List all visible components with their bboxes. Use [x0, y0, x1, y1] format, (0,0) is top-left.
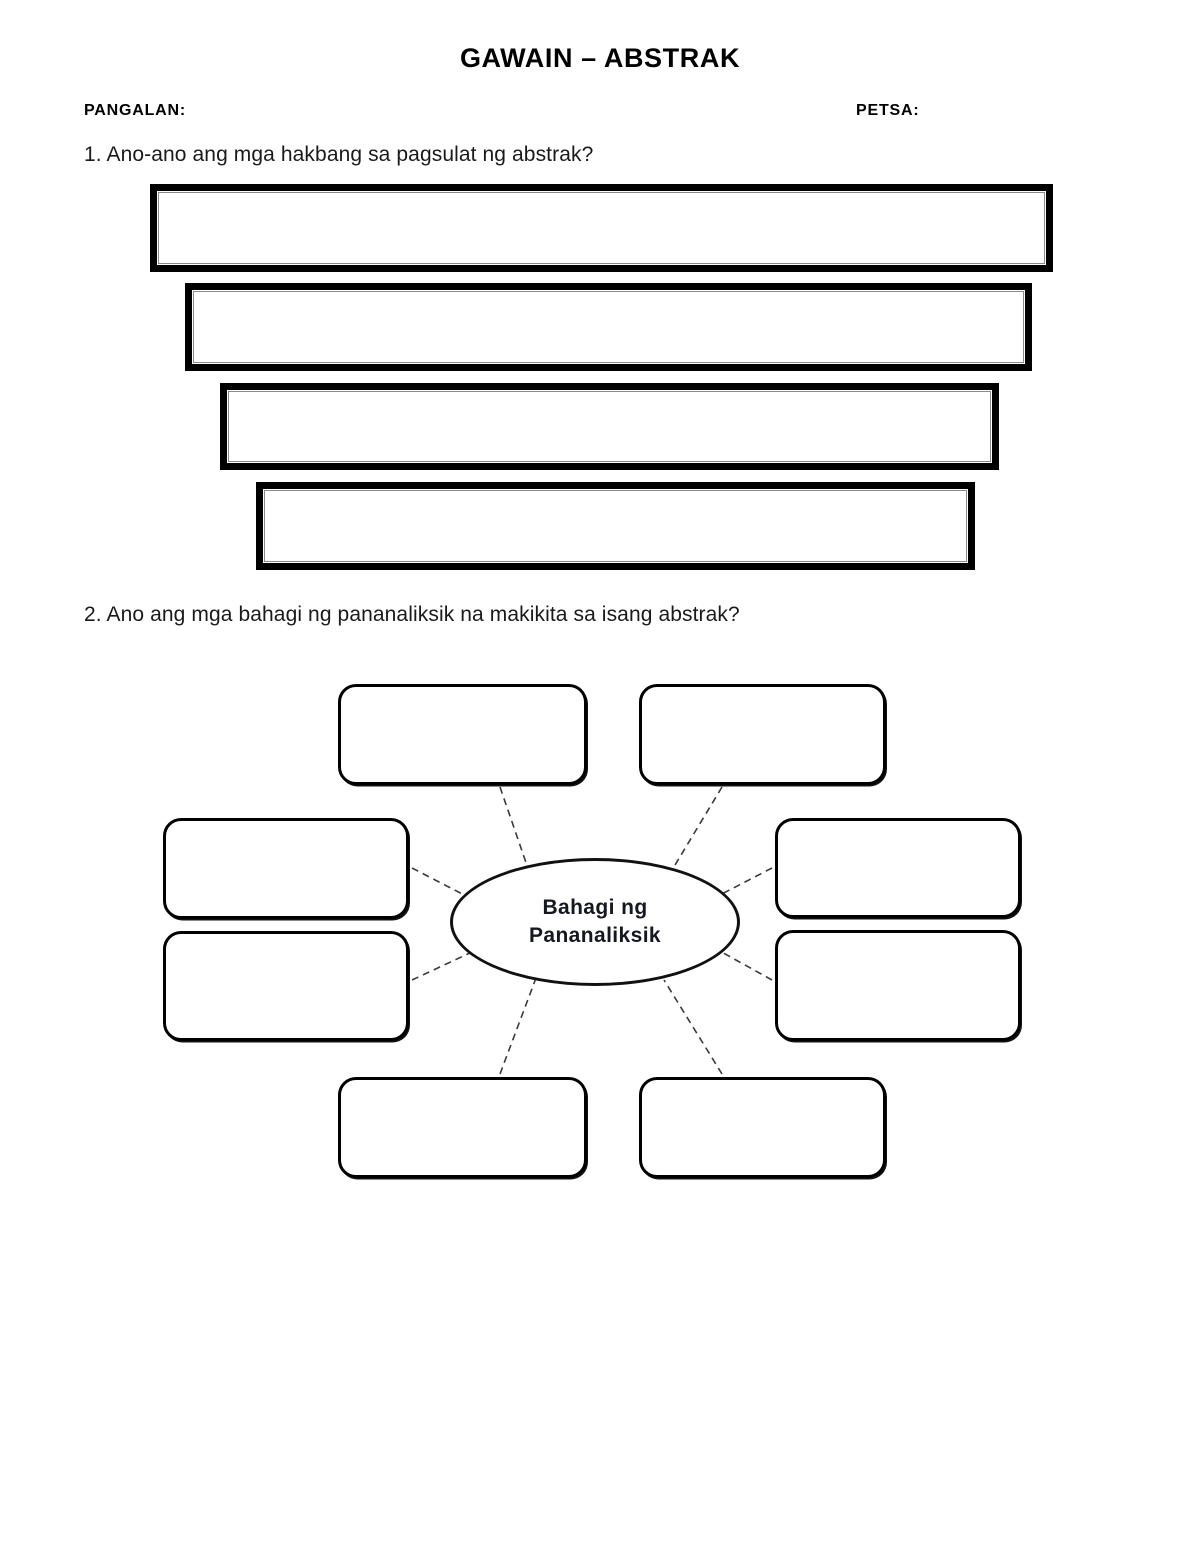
- mindmap-box-left-upper[interactable]: [163, 818, 409, 919]
- connector-top-left: [499, 786, 533, 881]
- question-2-text: 2. Ano ang mga bahagi ng pananaliksik na…: [84, 603, 740, 626]
- center-label-line-1: Bahagi ng: [542, 896, 648, 920]
- question-1-text: 1. Ano-ano ang mga hakbang sa pagsulat n…: [84, 143, 594, 166]
- mindmap-box-bottom-right[interactable]: [639, 1077, 886, 1178]
- mindmap-box-top-left[interactable]: [338, 684, 587, 785]
- funnel-answer-box-2[interactable]: [185, 283, 1032, 371]
- meta-row: PANGALAN: PETSA:: [84, 102, 1124, 124]
- mindmap-box-right-upper[interactable]: [775, 818, 1021, 918]
- connector-bottom-left: [499, 977, 537, 1075]
- mindmap-center-node: Bahagi ng Pananaliksik: [450, 858, 740, 986]
- connector-left-upper: [411, 867, 471, 899]
- connector-bottom-right: [663, 979, 723, 1075]
- mindmap-box-bottom-left[interactable]: [338, 1077, 587, 1178]
- connector-right-upper: [717, 867, 773, 897]
- connector-left-lower: [411, 951, 473, 981]
- mindmap-box-right-lower[interactable]: [775, 930, 1021, 1041]
- date-label: PETSA:: [856, 102, 920, 119]
- connector-right-lower: [717, 949, 773, 981]
- connector-top-right: [665, 786, 723, 881]
- page-title: GAWAIN – ABSTRAK: [459, 43, 741, 73]
- mindmap-box-top-right[interactable]: [639, 684, 886, 785]
- funnel-answer-box-1[interactable]: [150, 184, 1053, 272]
- funnel-answer-box-4[interactable]: [256, 482, 975, 570]
- name-label: PANGALAN:: [84, 102, 187, 119]
- center-label-line-2: Pananaliksik: [528, 924, 662, 947]
- funnel-answer-box-3[interactable]: [220, 383, 999, 470]
- mindmap-box-left-lower[interactable]: [163, 931, 409, 1041]
- mind-map-diagram: Bahagi ng Pananaliksik: [0, 640, 1200, 1210]
- mind-map-connectors: [411, 786, 773, 1075]
